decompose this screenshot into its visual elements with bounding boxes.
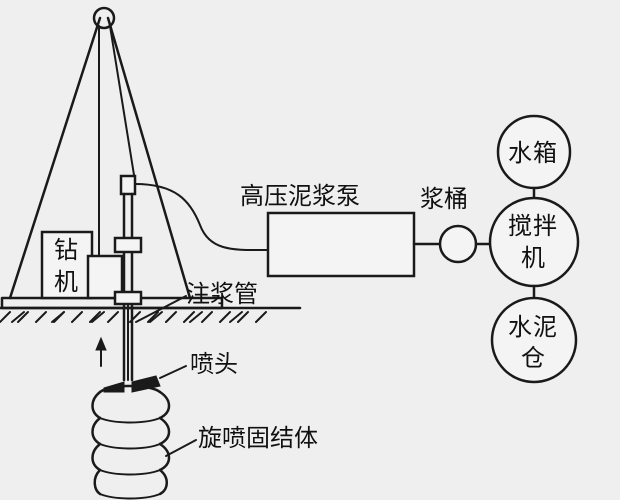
cement-silo: 水 泥 仓 [490, 296, 578, 384]
upward-arrow [95, 336, 107, 367]
water-tank-label-1: 水 [508, 139, 532, 167]
cement-silo-label-1: 水 [508, 313, 532, 341]
slurry-bucket-label: 浆桶 [420, 185, 468, 213]
high-pressure-hose [134, 183, 269, 252]
mixer: 搅 拌 机 [488, 196, 580, 288]
nozzle-label: 喷头 [190, 350, 238, 378]
drill-rig-label-2: 机 [54, 268, 78, 296]
nozzle: 喷头 [103, 350, 238, 393]
grout-pipe-callout: 注浆管 [135, 280, 258, 323]
jet-grout-body-callout: 旋喷固结体 [165, 424, 318, 457]
jet-grout-body-label: 旋喷固结体 [198, 424, 318, 452]
grout-pipe-label: 注浆管 [186, 280, 258, 308]
drill-rig-body: 钻 机 [40, 230, 124, 300]
mixer-label-3: 机 [521, 244, 545, 272]
drill-rig-label-1: 钻 [54, 236, 78, 264]
mixer-label-2: 拌 [533, 212, 557, 240]
cement-silo-label-2: 泥 [533, 313, 557, 341]
derrick-tower [8, 6, 192, 300]
water-tank: 水 箱 [496, 114, 572, 190]
hp-mud-pump-label: 高压泥浆泵 [240, 182, 360, 210]
cement-silo-label-3: 仓 [521, 344, 545, 372]
hp-mud-pump: 高压泥浆泵 [240, 182, 416, 278]
crown-pulley [92, 6, 116, 30]
drill-string [113, 174, 143, 382]
water-tank-label-2: 箱 [533, 139, 557, 167]
slurry-bucket: 浆桶 [412, 185, 500, 264]
jet-grout-column [91, 384, 171, 500]
mixer-label-1: 搅 [508, 212, 532, 240]
